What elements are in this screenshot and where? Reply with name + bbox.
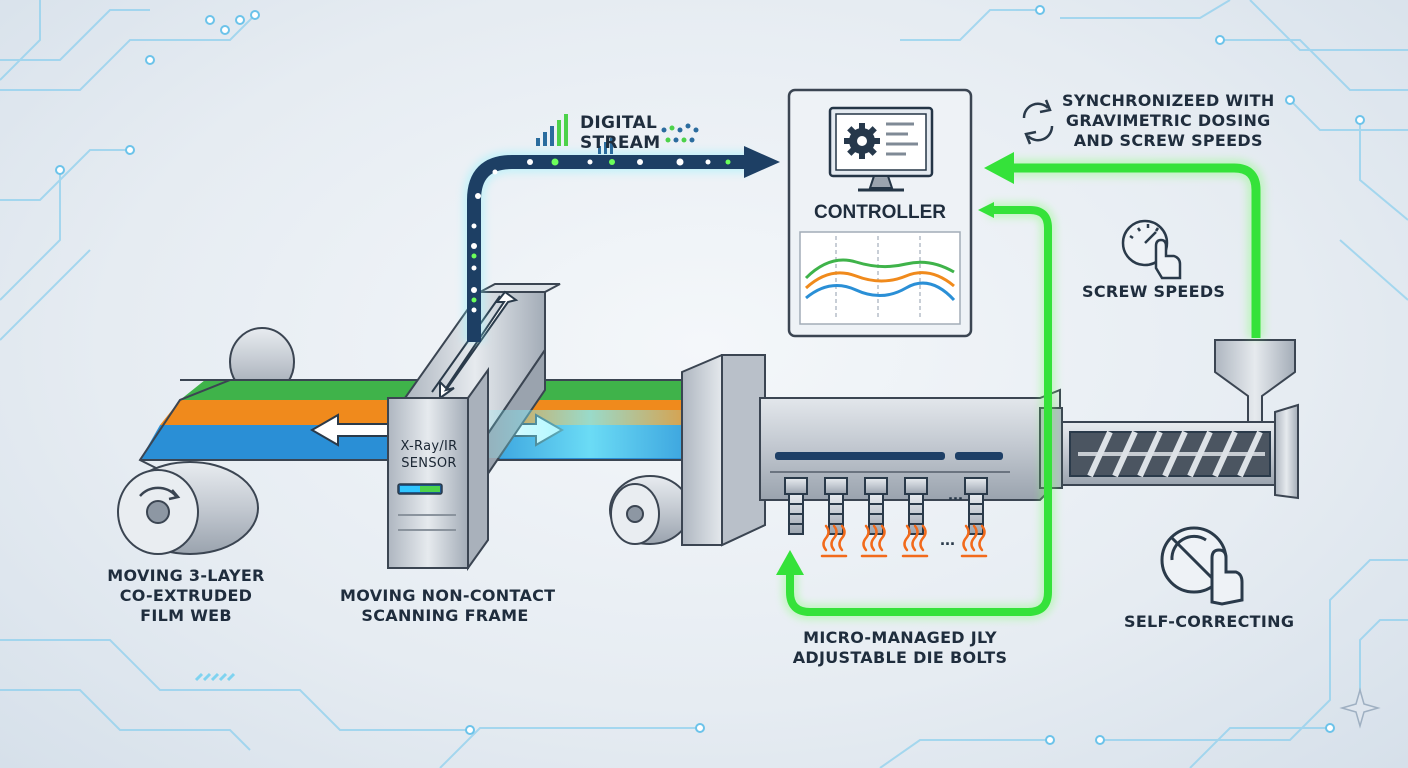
scanning-frame-line-2: SCANNING FRAME <box>361 606 529 625</box>
left-front-roll <box>117 461 259 555</box>
scanning-frame <box>387 283 725 572</box>
controller-title: CONTROLLER <box>814 202 946 223</box>
screw-speeds-label: SCREW SPEEDS <box>1082 282 1225 302</box>
green-feedback-loops <box>776 152 1265 620</box>
synchronized-label: SYNCHRONIZEED WITH GRAVIMETRIC DOSING AN… <box>1062 91 1275 151</box>
controller-box <box>787 88 973 338</box>
heat-ellipsis: ... <box>940 529 955 549</box>
digital-stream-line-2: STREAM <box>580 133 661 153</box>
gear-monitor-icon <box>844 123 880 159</box>
self-correcting-label: SELF-CORRECTING <box>1124 612 1294 632</box>
right-front-roll <box>609 475 691 545</box>
sensor-line-2: SENSOR <box>401 456 457 471</box>
digital-stream-line-1: DIGITAL <box>580 113 658 133</box>
die-bolts <box>784 477 988 535</box>
film-web-label: MOVING 3-LAYER CO-EXTRUDED FILM WEB <box>96 566 276 626</box>
no-manual-adjust-icon <box>1160 526 1244 606</box>
signal-bars-icon <box>536 114 613 154</box>
circuit-nodes <box>55 5 1365 745</box>
self-correcting-text: SELF-CORRECTING <box>1124 612 1295 631</box>
die-bolts-line-1: MICRO-MANAGED JLY <box>803 628 997 647</box>
synchronized-line-2: GRAVIMETRIC DOSING <box>1065 111 1271 130</box>
synchronized-line-1: SYNCHRONIZEED WITH <box>1062 91 1275 110</box>
sparkle-icon <box>1339 687 1381 729</box>
scanning-frame-label: MOVING NON-CONTACT SCANNING FRAME <box>340 586 556 626</box>
gauge-hand-icon <box>1121 219 1182 280</box>
film-web-line-3: FILM WEB <box>140 606 232 625</box>
sensor-label: X-Ray/IR SENSOR <box>389 438 469 472</box>
die-bolts-ellipsis: ... <box>948 484 963 504</box>
decor-dashes <box>194 672 236 682</box>
screw-speeds-text: SCREW SPEEDS <box>1082 282 1226 301</box>
film-web-line-1: MOVING 3-LAYER <box>107 566 265 585</box>
die-bolts-line-2: ADJUSTABLE DIE BOLTS <box>792 648 1008 667</box>
scanning-frame-line-1: MOVING NON-CONTACT <box>340 586 556 605</box>
digital-dots <box>661 123 699 143</box>
refresh-cycle-icon <box>1022 99 1054 145</box>
heat-icon <box>820 524 988 558</box>
sensor-line-1: X-Ray/IR <box>400 439 458 454</box>
film-web-line-2: CO-EXTRUDED <box>119 586 253 605</box>
die-bolts-label: MICRO-MANAGED JLY ADJUSTABLE DIE BOLTS <box>780 628 1020 668</box>
synchronized-line-3: AND SCREW SPEEDS <box>1073 131 1263 150</box>
extruder-barrel <box>1061 339 1299 500</box>
digital-stream <box>463 146 780 342</box>
digital-stream-label: DIGITAL STREAM <box>580 113 660 153</box>
